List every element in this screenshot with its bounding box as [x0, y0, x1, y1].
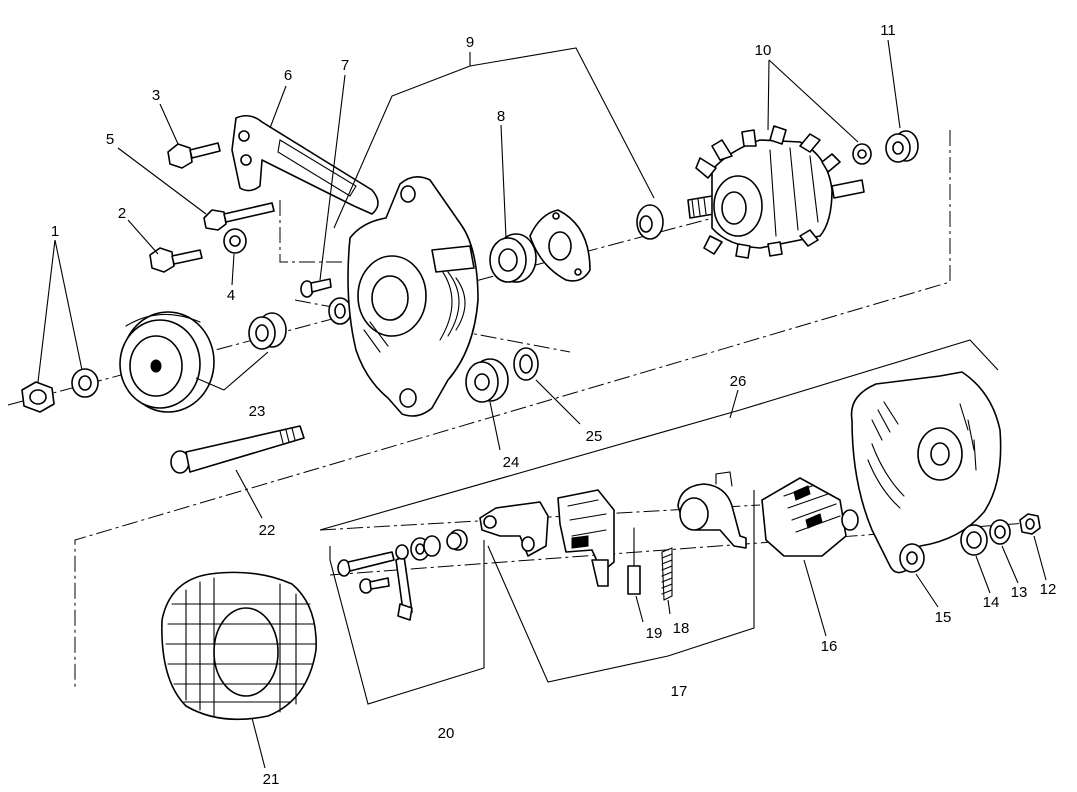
- callout-22: 22: [259, 522, 276, 539]
- callout-5: 5: [106, 131, 114, 148]
- part-20-insulators: [410, 529, 468, 561]
- callout-20: 20: [438, 725, 455, 742]
- part-16-rectifier: [761, 477, 859, 557]
- drive-end-frame: [347, 176, 479, 417]
- callout-23: 23: [249, 403, 266, 420]
- part-24-bearing: [465, 358, 509, 403]
- callout-6: 6: [284, 67, 292, 84]
- part-7-screw: [300, 278, 352, 325]
- callout-labels: 1 2 3 4 5 6 7 8 9 10 11 12 13 14 15 16 1…: [51, 22, 1057, 788]
- part-3-bolt: [167, 142, 221, 169]
- part-6-adjusting-bracket: [231, 114, 379, 215]
- part-21-stator: [161, 571, 317, 721]
- callout-4: 4: [227, 287, 235, 304]
- callout-24: 24: [503, 454, 520, 471]
- leader-lines: [37, 39, 1047, 769]
- part-20-terminal-strap: [395, 544, 413, 621]
- part-22-through-bolt: [170, 425, 305, 474]
- part-11-bearing: [885, 130, 919, 163]
- part-17-brush-holder: [479, 501, 549, 557]
- callout-12: 12: [1040, 581, 1057, 598]
- callout-14: 14: [983, 594, 1000, 611]
- callout-25: 25: [586, 428, 603, 445]
- rotor-assembly: [687, 125, 865, 259]
- part-10-washer: [852, 143, 872, 165]
- part-5-bolt: [203, 202, 275, 231]
- part-23-pulley: [119, 311, 215, 413]
- part-12-nut: [1019, 513, 1041, 535]
- bearing-retainer-plate: [529, 209, 591, 282]
- callout-13: 13: [1011, 584, 1028, 601]
- part-20-terminal-bolt: [337, 551, 395, 577]
- callout-7: 7: [341, 57, 349, 74]
- callout-8: 8: [497, 108, 505, 125]
- part-17-regulator: [557, 489, 615, 587]
- callout-10: 10: [755, 42, 772, 59]
- part-14-washer: [960, 524, 988, 556]
- callout-9: 9: [466, 34, 474, 51]
- callout-15: 15: [935, 609, 952, 626]
- callout-18: 18: [673, 620, 690, 637]
- part-8-bearing: [489, 233, 537, 283]
- part-15-rear-end-frame: [850, 371, 1002, 574]
- part-9-washer: [636, 204, 664, 240]
- callout-11: 11: [880, 22, 896, 39]
- part-1-nut-and-washer: [21, 368, 99, 413]
- callout-2: 2: [118, 205, 126, 222]
- part-18-spring: [661, 547, 673, 601]
- callout-1: 1: [51, 223, 59, 240]
- callout-16: 16: [821, 638, 838, 655]
- brush-holder-housing: [677, 471, 747, 549]
- part-20-terminal-screw: [359, 577, 390, 594]
- callout-19: 19: [646, 625, 663, 642]
- callout-3: 3: [152, 87, 160, 104]
- part-23-spacer: [248, 312, 287, 350]
- part-2-bolt: [149, 247, 203, 273]
- callout-26: 26: [730, 373, 747, 390]
- callout-21: 21: [263, 771, 280, 788]
- part-19-brush: [627, 527, 641, 595]
- part-25-washer: [513, 347, 539, 381]
- part-4-washer: [223, 228, 247, 254]
- callout-17: 17: [671, 683, 688, 700]
- part-13-washer: [989, 519, 1011, 545]
